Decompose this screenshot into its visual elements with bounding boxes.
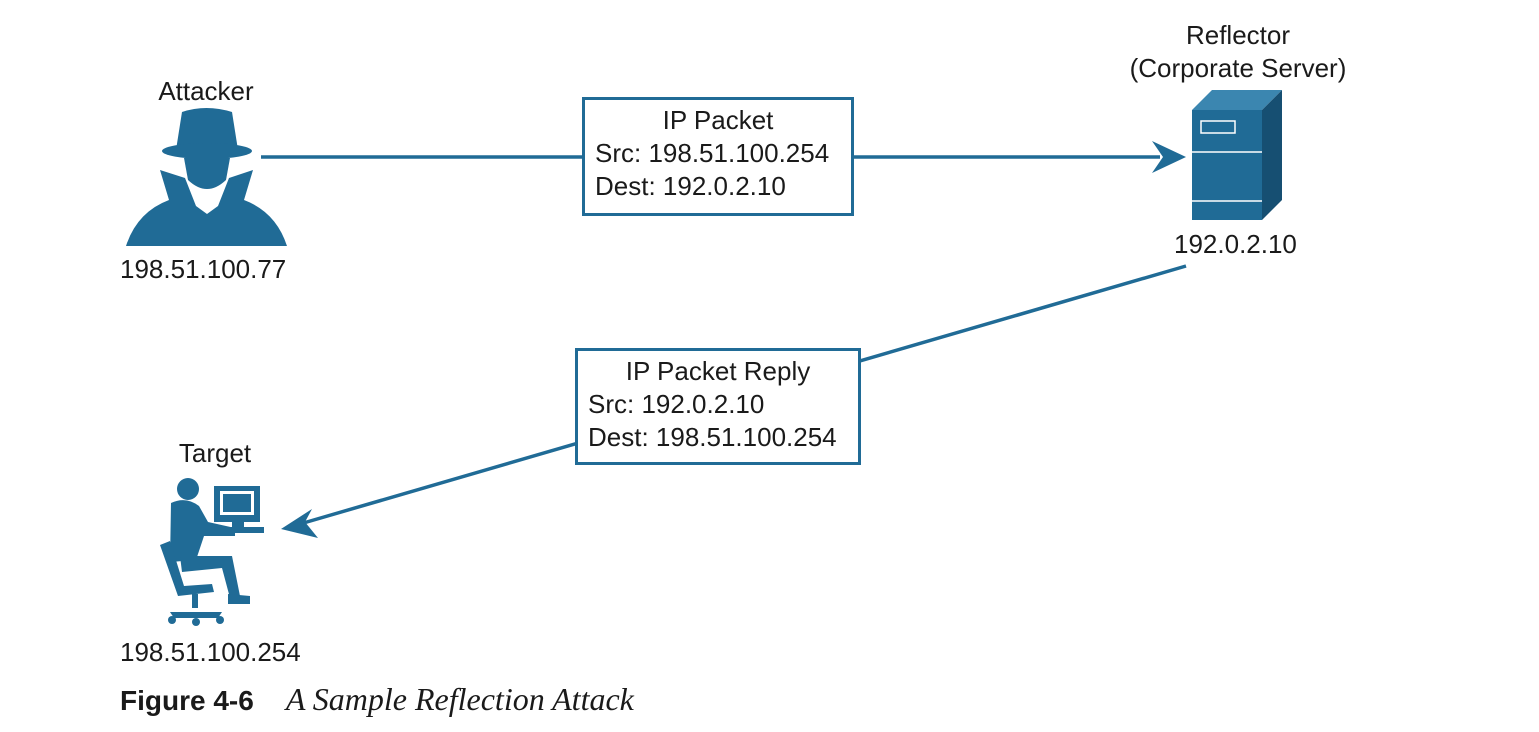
computer-user-icon <box>160 478 264 626</box>
target-ip: 198.51.100.254 <box>120 637 301 667</box>
reply-packet-title: IP Packet Reply <box>625 356 811 386</box>
reflector-label-line1: Reflector <box>1185 20 1291 50</box>
figure-caption: Figure 4-6 A Sample Reflection Attack <box>120 681 634 718</box>
reflector-label-line2: (Corporate Server) <box>1129 53 1347 83</box>
request-packet-box: IP Packet Src: 198.51.100.254 Dest: 192.… <box>582 97 854 216</box>
reply-packet-box: IP Packet Reply Src: 192.0.2.10 Dest: 19… <box>575 348 861 465</box>
server-icon <box>1192 90 1282 220</box>
reply-arrowhead <box>281 509 318 538</box>
target-label: Target <box>178 438 252 468</box>
reflector-ip: 192.0.2.10 <box>1174 229 1297 259</box>
reply-packet-dest: Dest: 198.51.100.254 <box>588 422 837 452</box>
attacker-ip: 198.51.100.77 <box>120 254 287 284</box>
request-arrowhead <box>1152 141 1186 173</box>
reply-packet-src: Src: 192.0.2.10 <box>588 389 765 419</box>
request-packet-src: Src: 198.51.100.254 <box>595 138 830 168</box>
attacker-label: Attacker <box>158 76 254 106</box>
hacker-icon <box>126 108 287 246</box>
figure-title: A Sample Reflection Attack <box>285 681 634 717</box>
request-packet-title: IP Packet <box>662 105 774 135</box>
figure-number: Figure 4-6 <box>120 685 254 716</box>
request-packet-dest: Dest: 192.0.2.10 <box>595 171 786 201</box>
